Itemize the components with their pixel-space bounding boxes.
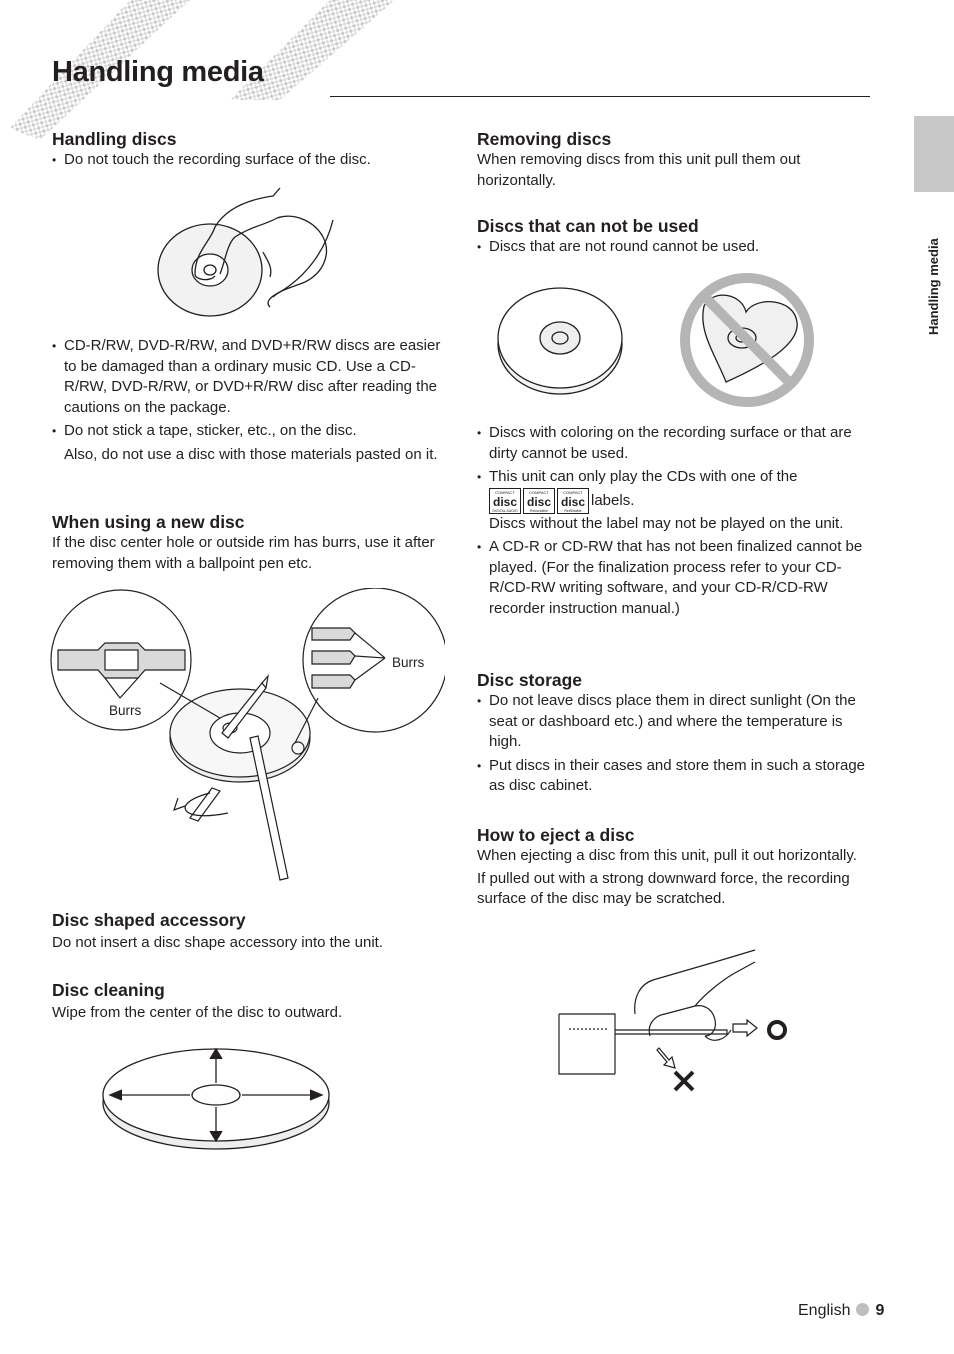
illustration-finger-on-disc xyxy=(155,182,345,322)
section-cleaning: Disc cleaning Wipe from the center of th… xyxy=(52,979,447,1024)
bullet-coloring-dirty: Discs with coloring on the recording sur… xyxy=(477,423,872,464)
bullet-cd-labels: This unit can only play the CDs with one… xyxy=(477,467,872,534)
side-tab-label: Handling media xyxy=(926,238,941,335)
side-tab xyxy=(914,116,954,192)
heading-cleaning: Disc cleaning xyxy=(52,980,165,1000)
footer-language: English xyxy=(798,1302,851,1319)
logo1-top: COMPACT xyxy=(495,490,515,495)
compact-disc-logo-icon: COMPACT disc DIGITAL AUDIO xyxy=(489,487,521,514)
compact-disc-recordable-logo-icon: COMPACT disc Recordable xyxy=(523,487,555,514)
heading-eject: How to eject a disc xyxy=(477,825,635,845)
accessory-text: Do not insert a disc shape accessory int… xyxy=(52,934,384,951)
logo1-big: disc xyxy=(493,495,517,509)
bullet-cdr-damage: CD-R/RW, DVD-R/RW, and DVD+R/RW discs ar… xyxy=(52,336,447,418)
bullet-cases: Put discs in their cases and store them … xyxy=(477,756,872,797)
page-footer: English 9 xyxy=(798,1302,884,1320)
section-new-disc: When using a new disc If the disc center… xyxy=(52,511,447,574)
bullet-not-round: Discs that are not round cannot be used. xyxy=(477,237,872,258)
logo3-bottom: ReWritable xyxy=(564,509,581,513)
cleaning-text: Wipe from the center of the disc to outw… xyxy=(52,1004,343,1021)
section-handling-discs-cont: CD-R/RW, DVD-R/RW, and DVD+R/RW discs ar… xyxy=(52,336,447,465)
decorative-texture xyxy=(10,0,395,140)
eject-text-1: When ejecting a disc from this unit, pul… xyxy=(477,847,857,864)
removing-text: When removing discs from this unit pull … xyxy=(477,151,801,189)
bullet-no-touch: Do not touch the recording surface of th… xyxy=(52,150,447,171)
title-rule xyxy=(330,96,870,97)
new-disc-text: If the disc center hole or outside rim h… xyxy=(52,534,435,572)
heading-cannot-use: Discs that can not be used xyxy=(477,216,699,236)
compact-disc-rewritable-logo-icon: COMPACT disc ReWritable xyxy=(557,487,589,514)
section-removing: Removing discs When removing discs from … xyxy=(477,128,872,191)
cd-labels-text: This unit can only play the CDs with one… xyxy=(489,468,798,485)
page-title: Handling media xyxy=(52,56,264,88)
section-eject: How to eject a disc When ejecting a disc… xyxy=(477,824,872,910)
footer-dot-icon xyxy=(856,1303,870,1316)
cd-labels-cont: Discs without the label may not be playe… xyxy=(489,514,844,532)
bullet-no-tape: Do not stick a tape, sticker, etc., on t… xyxy=(52,421,447,442)
bullet-not-finalized: A CD-R or CD-RW that has not been finali… xyxy=(477,537,872,619)
cd-labels-suffix: labels. xyxy=(591,491,635,509)
illustration-eject-disc xyxy=(555,944,795,1094)
section-cannot-use: Discs that can not be used Discs that ar… xyxy=(477,215,872,261)
burrs-label-right: Burrs xyxy=(392,655,425,670)
heading-new-disc: When using a new disc xyxy=(52,512,245,532)
eject-text-2: If pulled out with a strong downward for… xyxy=(477,869,850,908)
bullet-sunlight: Do not leave discs place them in direct … xyxy=(477,691,872,753)
illustration-cleaning-disc xyxy=(100,1045,335,1155)
section-handling-discs: Handling discs Do not touch the recordin… xyxy=(52,128,447,174)
logo2-bottom: Recordable xyxy=(530,509,548,513)
section-storage: Disc storage Do not leave discs place th… xyxy=(477,669,872,800)
burrs-label-left: Burrs xyxy=(109,703,142,718)
logo3-big: disc xyxy=(561,495,585,509)
heading-removing: Removing discs xyxy=(477,129,612,149)
heading-accessory: Disc shaped accessory xyxy=(52,910,246,930)
logo1-bottom: DIGITAL AUDIO xyxy=(492,509,517,513)
section-accessory: Disc shaped accessory Do not insert a di… xyxy=(52,909,447,954)
bullet-no-tape-cont: Also, do not use a disc with those mater… xyxy=(64,445,438,463)
heading-storage: Disc storage xyxy=(477,670,583,690)
illustration-round-vs-heart-disc xyxy=(494,270,824,412)
section-cannot-use-cont: Discs with coloring on the recording sur… xyxy=(477,423,872,622)
heading-handling-discs: Handling discs xyxy=(52,129,177,149)
logo2-top: COMPACT xyxy=(529,490,549,495)
logo2-big: disc xyxy=(527,495,551,509)
logo3-top: COMPACT xyxy=(563,490,583,495)
page-number: 9 xyxy=(875,1302,885,1319)
illustration-burrs: Burrs Burrs xyxy=(50,588,445,888)
